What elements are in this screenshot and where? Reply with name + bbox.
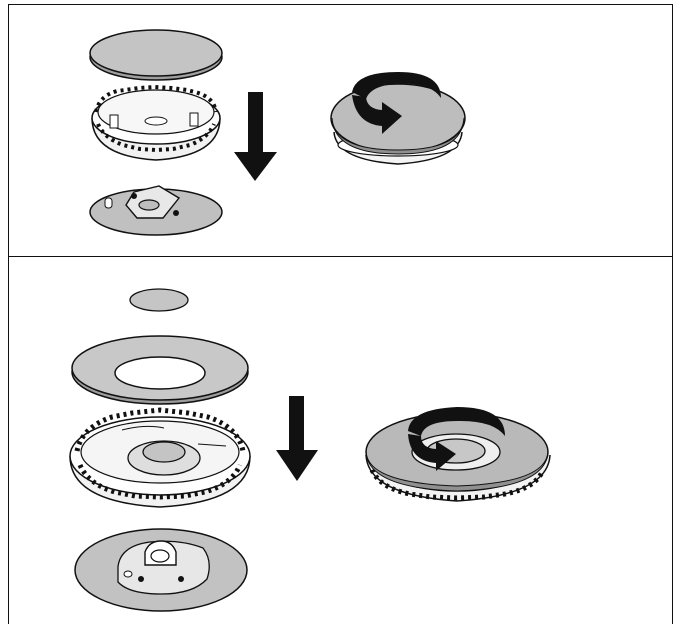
small-burner-base [89, 185, 223, 236]
small-flame-spreader [91, 84, 221, 161]
rotate-arrow-icon [352, 72, 441, 134]
inner-cap [129, 288, 189, 312]
small-burner-cap [89, 29, 223, 81]
bottom-panel [69, 288, 551, 612]
top-panel [89, 29, 466, 236]
down-arrow-icon [276, 396, 318, 481]
assembled-wok-burner [365, 412, 551, 502]
rotate-arrow-icon [408, 407, 505, 471]
down-arrow-icon [234, 92, 277, 181]
wok-flame-spreader [69, 407, 251, 508]
instruction-frame [8, 4, 673, 624]
panel-divider [8, 256, 673, 257]
wok-burner-base [74, 528, 248, 612]
outer-ring-cap [71, 335, 249, 405]
assembled-small-burner [330, 83, 466, 165]
